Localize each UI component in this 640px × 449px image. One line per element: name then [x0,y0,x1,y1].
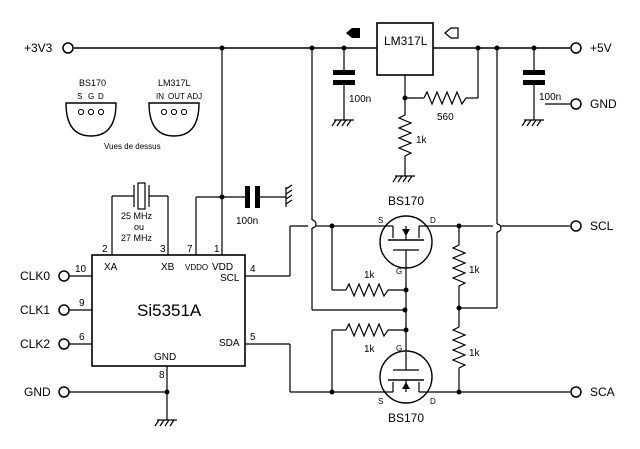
regulator-name: LM317L [384,34,428,48]
mosfet-bottom-name: BS170 [388,411,424,425]
capacitor-out [521,45,545,127]
resistor-adj-1k-label: 1k [416,135,428,146]
junction-sda-right [456,389,462,395]
package-bs170-p2: G [88,92,94,101]
chip-pin-xb: XB [161,262,175,273]
mosfet-top-d: D [430,216,436,225]
capacitor-reg-in [331,45,355,127]
terminal-5v[interactable] [570,42,582,54]
regulator-lm317l: LM317L [346,22,459,98]
label-3v3: +3V3 [24,41,53,55]
terminal-clk1[interactable] [58,304,70,316]
junction-rail-478 [475,45,481,51]
capacitor-out-label: 100n [539,92,561,103]
terminal-gnd-right[interactable] [570,98,582,110]
chip-pin-vdd: VDD [212,262,233,273]
label-scl: SCL [590,219,614,233]
package-lm317l [148,102,200,137]
mosfet-bottom-g: G [396,344,402,353]
chip-pin-vddo: VDDO [185,263,208,272]
label-gnd-left: GND [24,385,51,399]
crystal-line1: 25 MHz [121,211,153,221]
package-bs170-p1: S [77,92,82,101]
capacitor-reg-in-label: 100n [349,94,371,105]
chip-pin-gnd: GND [154,352,176,363]
label-clk1: CLK1 [20,303,50,317]
package-bs170 [65,102,117,137]
package-lm317l-name: LM317L [158,78,191,88]
resistor-gate2 [331,310,407,392]
resistor-gate1-label: 1k [364,270,376,281]
package-bs170-name: BS170 [79,78,106,88]
mosfet-top [379,215,433,290]
chip-pin-sda: SDA [219,338,240,349]
pin-number-6: 6 [79,332,85,343]
crystal [111,182,169,255]
terminal-clk0[interactable] [58,270,70,282]
resistor-gate1 [331,226,406,298]
chip-name: Si5351A [137,301,202,320]
crystal-line3: 27 MHz [121,233,153,243]
label-gnd-right: GND [590,97,617,111]
pin-number-7: 7 [187,244,193,255]
terminal-clk2[interactable] [58,338,70,350]
pin-number-8: 8 [159,370,165,381]
regulator-out-arrow-icon [346,28,360,38]
terminal-sca[interactable] [570,386,582,398]
chip-si5351a [91,254,246,367]
package-bs170-p3: D [98,92,104,101]
mosfet-bottom [379,330,433,404]
ground-chip-icon [154,366,177,427]
mosfet-top-s: S [378,216,383,225]
pin-number-5: 5 [250,332,256,343]
junction-sda-left [329,389,335,395]
mosfet-bottom-d: D [430,397,436,406]
resistor-adj-1k [397,98,413,176]
resistor-gate2-label: 1k [364,344,376,355]
capacitor-vddo [195,184,293,255]
pin-number-4: 4 [250,264,256,275]
mosfet-bottom-s: S [378,397,383,406]
terminal-scl[interactable] [570,220,582,232]
pin-number-2: 2 [102,244,108,255]
label-clk2: CLK2 [20,337,50,351]
package-lm317l-p2: OUT [168,92,185,101]
resistor-560-label: 560 [437,112,454,123]
mosfet-top-name: BS170 [388,194,424,208]
junction-310 [402,307,408,313]
terminal-3v3[interactable] [62,42,74,54]
regulator-in-arrow-icon [444,27,459,39]
pin-number-9: 9 [79,298,85,309]
resistor-pull1 [451,226,467,308]
resistor-pull2-label: 1k [469,348,481,359]
terminal-gnd-left[interactable] [58,386,70,398]
package-lm317l-p1: IN [156,92,164,101]
resistor-pull2 [451,308,467,392]
crystal-line2: ou [134,222,144,232]
label-5v: +5V [590,41,612,55]
package-caption: Vues de dessus [104,142,161,151]
package-lm317l-p3: ADJ [187,92,202,101]
pin-number-3: 3 [160,244,166,255]
pin-number-10: 10 [75,264,87,275]
pin-number-1: 1 [214,244,220,255]
mosfet-top-g: G [396,267,402,276]
capacitor-vddo-label: 100n [236,216,258,227]
ground-icon [392,175,415,183]
label-sca: SCA [590,385,615,399]
label-clk0: CLK0 [20,269,50,283]
chip-pin-xa: XA [104,262,118,273]
resistor-pull1-label: 1k [469,265,481,276]
chip-pin-scl: SCL [220,273,240,284]
resistor-560 [405,48,479,106]
